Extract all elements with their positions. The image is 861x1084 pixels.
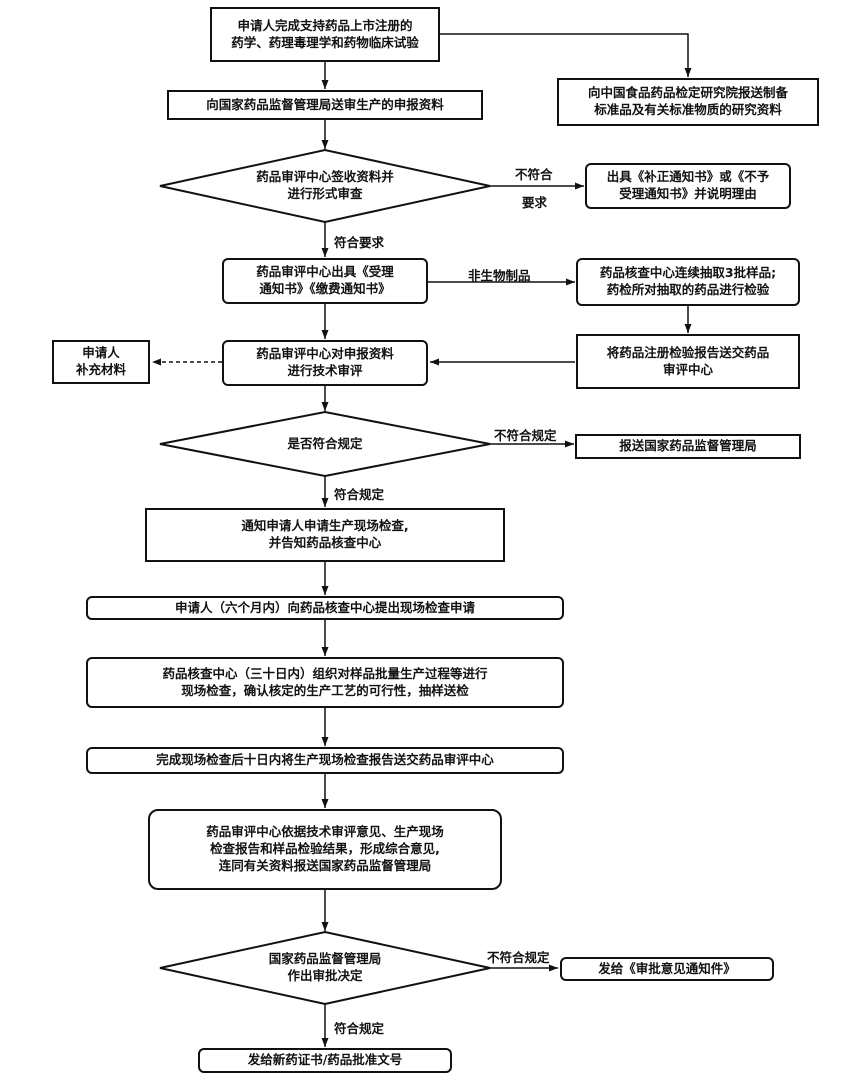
- step-send-inspection-report: 将药品注册检验报告送交药品 审评中心: [576, 334, 800, 389]
- step-sample-batches: 药品核查中心连续抽取3批样品; 药检所对抽取的药品进行检验: [576, 258, 800, 306]
- step-issue-drug-certificate: 发给新药证书/药品批准文号: [198, 1048, 452, 1073]
- step-applicant-supplement: 申请人 补充材料: [52, 340, 150, 384]
- label-meets-rule-2: 符合规定: [334, 1021, 385, 1036]
- step-conduct-site-inspection: 药品核查中心（三十日内）组织对样品批量生产过程等进行 现场检查，确认核定的生产工…: [86, 657, 564, 708]
- diamond-approval-decision-text: 国家药品监督管理局 作出审批决定: [268, 951, 382, 983]
- step-apply-site-inspection: 申请人（六个月内）向药品核查中心提出现场检查申请: [86, 596, 564, 620]
- diamond-format-review-text: 药品审评中心签收资料并 进行形式审查: [256, 169, 394, 201]
- label-requirement: 要求: [522, 195, 548, 210]
- label-not-meet-rule-1: 不符合规定: [494, 428, 557, 443]
- label-non-biological: 非生物制品: [468, 268, 531, 283]
- label-not-meet: 不符合: [515, 167, 553, 182]
- step-submit-production-dossier: 向国家药品监督管理局送审生产的申报资料: [167, 90, 483, 120]
- step-submit-inspection-report: 完成现场检查后十日内将生产现场检查报告送交药品审评中心: [86, 747, 564, 774]
- step-notify-site-inspection: 通知申请人申请生产现场检查, 并告知药品核查中心: [145, 508, 505, 562]
- step-issue-correction-notice: 出具《补正通知书》或《不予 受理通知书》并说明理由: [585, 163, 791, 209]
- step-issue-acceptance-notice: 药品审评中心出具《受理 通知书》《缴费通知书》: [222, 258, 428, 304]
- step-comprehensive-opinion: 药品审评中心依据技术审评意见、生产现场 检查报告和样品检验结果，形成综合意见, …: [148, 809, 502, 890]
- step-report-to-nmpa: 报送国家药品监督管理局: [575, 434, 801, 459]
- label-meets-rule-1: 符合规定: [334, 487, 385, 502]
- step-submit-reference-standards: 向中国食品药品检定研究院报送制备 标准品及有关标准物质的研究资料: [557, 78, 819, 126]
- label-not-meet-rule-2: 不符合规定: [487, 950, 550, 965]
- step-issue-approval-opinion: 发给《审批意见通知件》: [560, 957, 774, 981]
- step-complete-trials: 申请人完成支持药品上市注册的 药学、药理毒理学和药物临床试验: [210, 7, 440, 62]
- step-technical-review: 药品审评中心对申报资料 进行技术审评: [222, 340, 428, 386]
- diamond-compliance-check-text: 是否符合规定: [287, 435, 363, 451]
- label-meets-requirement: 符合要求: [334, 235, 385, 250]
